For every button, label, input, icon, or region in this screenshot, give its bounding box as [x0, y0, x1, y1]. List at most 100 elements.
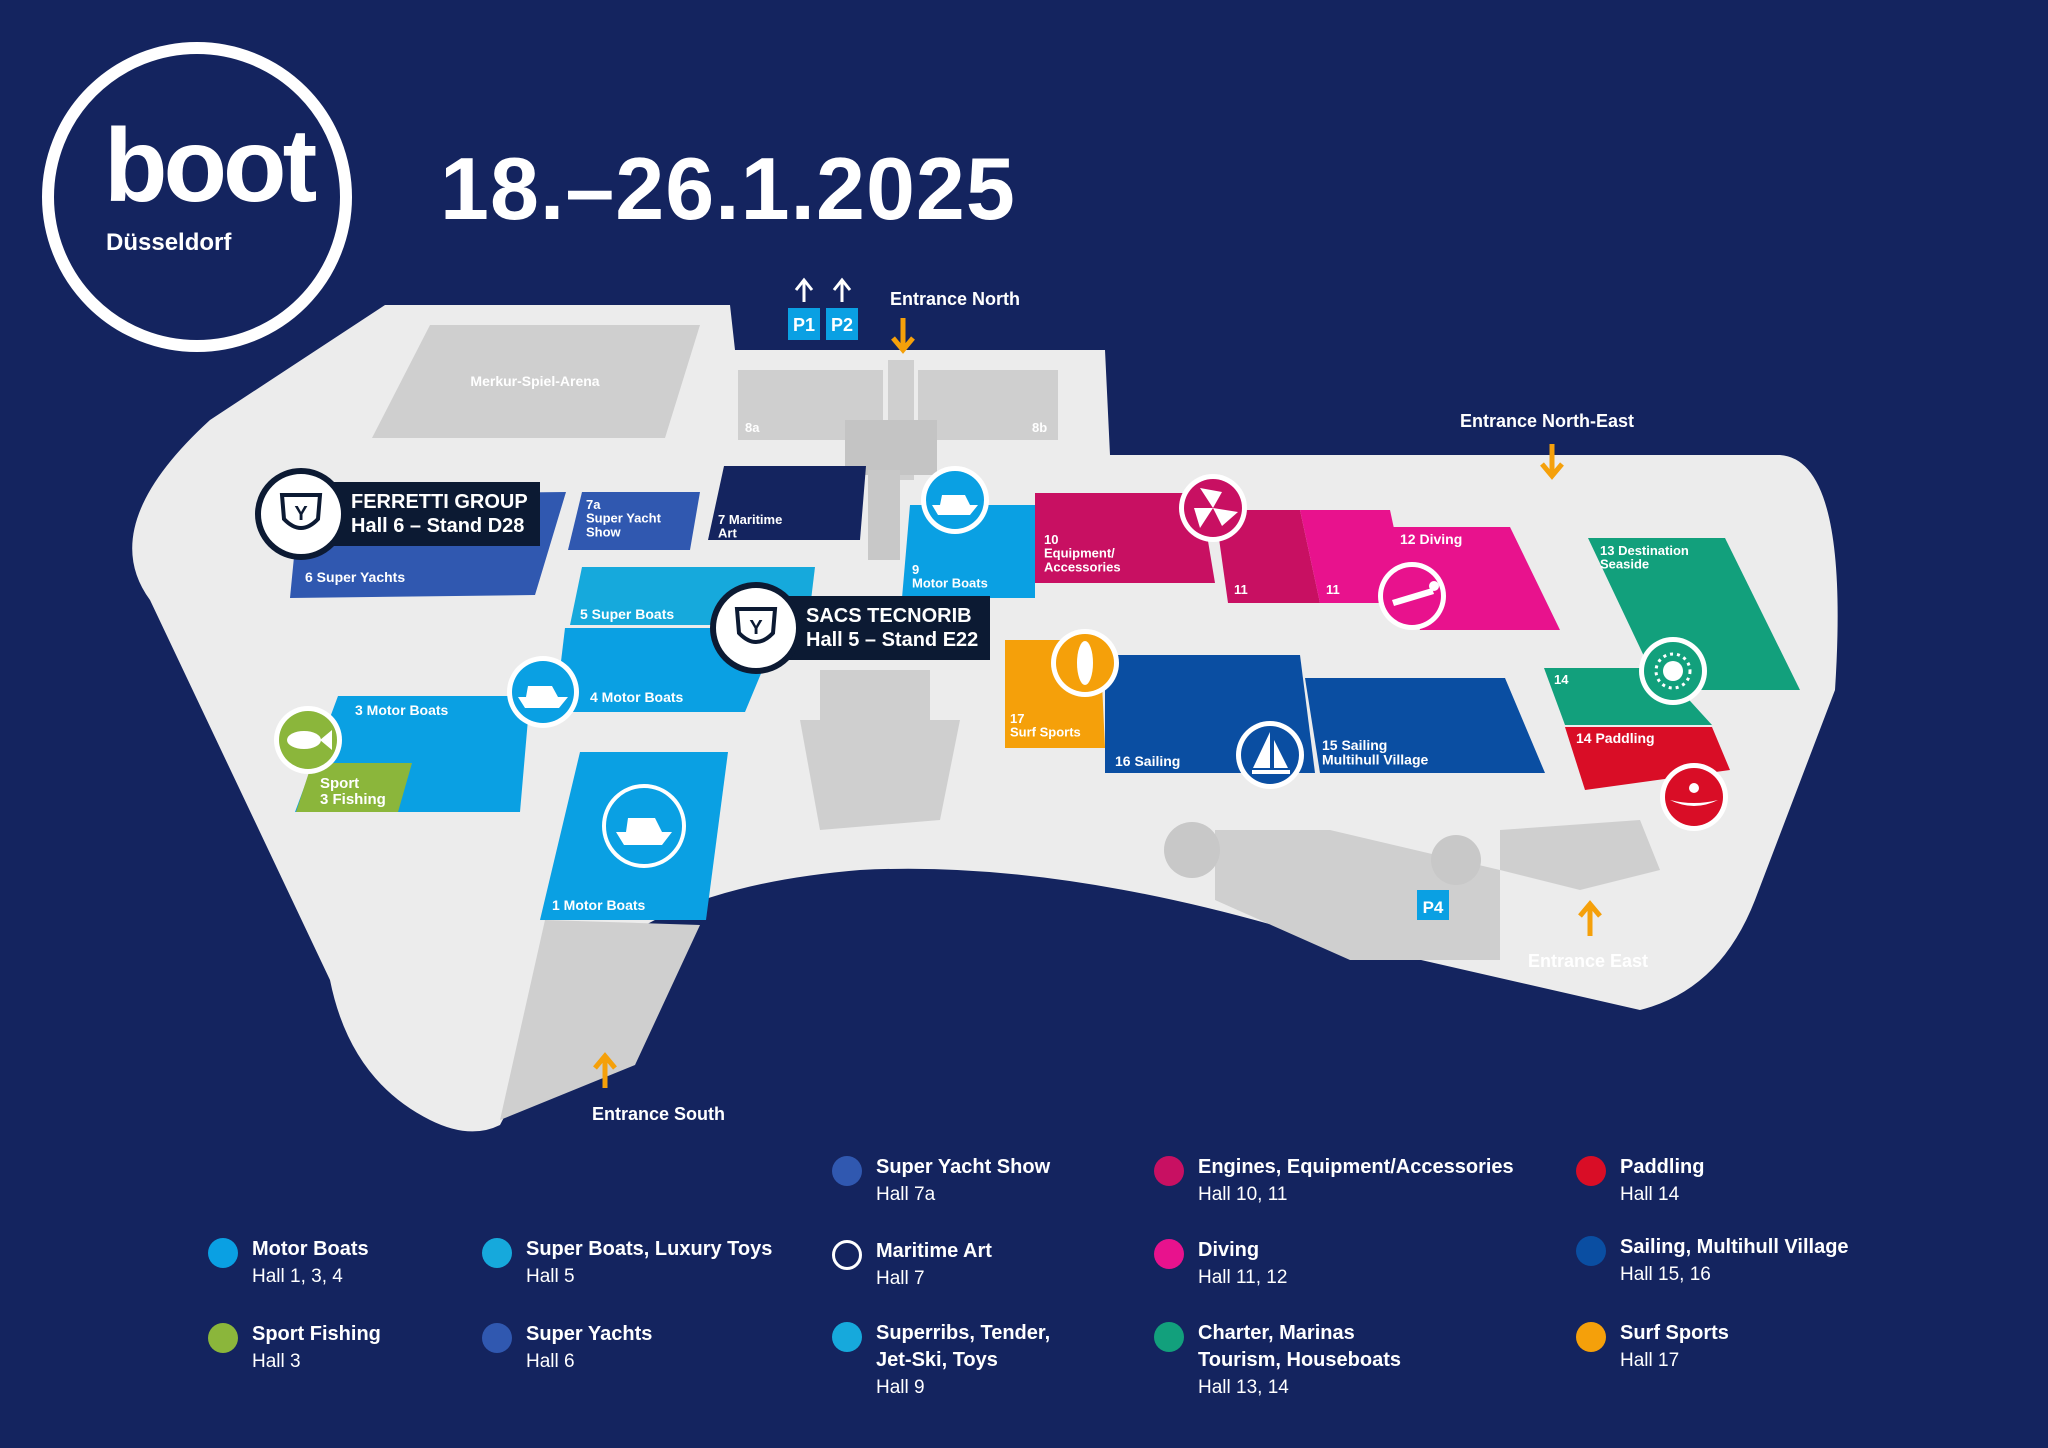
hall-11-engines[interactable] — [1215, 510, 1320, 603]
parking-p2-label: P2 — [831, 315, 853, 335]
east-buildings — [1215, 830, 1500, 960]
legend-sub: Hall 7 — [876, 1268, 925, 1289]
legend-sub: Hall 3 — [252, 1351, 301, 1372]
legend-title: Diving — [1198, 1239, 1260, 1261]
logo-city: Düsseldorf — [106, 229, 232, 256]
ferretti-title: FERRETTI GROUP — [351, 491, 528, 513]
hall-14p-label: 14 Paddling — [1576, 730, 1655, 746]
hall-3-label: 3 Motor Boats — [355, 702, 449, 718]
ferretti-stand: Hall 6 – Stand D28 — [351, 515, 525, 537]
sacs-stand: Hall 5 – Stand E22 — [806, 629, 979, 651]
hall-7[interactable] — [708, 466, 866, 540]
hall-9[interactable] — [902, 505, 1035, 598]
entrance-arrow-icon — [891, 318, 915, 354]
legend-title: Superribs, Tender, Jet-Ski, Toys — [876, 1322, 1051, 1371]
sacs-callout[interactable]: Y SACS TECNORIB Hall 5 – Stand E22 — [710, 582, 991, 674]
ferretti-shield-icon: Y — [255, 468, 347, 560]
hall-13[interactable] — [1588, 538, 1800, 690]
propeller-icon — [1179, 474, 1247, 542]
sacs-box: SACS TECNORIB Hall 5 – Stand E22 — [778, 596, 991, 660]
legend-sub: Hall 9 — [876, 1377, 925, 1398]
legend-title: Super Yachts — [526, 1323, 653, 1345]
legend-sub: Hall 1, 3, 4 — [252, 1266, 343, 1287]
hall-4-label: 4 Motor Boats — [590, 689, 684, 705]
legend-dot — [1576, 1322, 1606, 1352]
legend-dot — [832, 1322, 862, 1352]
legend-sub: Hall 17 — [1620, 1350, 1680, 1371]
legend-dot — [1154, 1156, 1184, 1186]
legend-title: Charter, Marinas Tourism, Houseboats — [1198, 1322, 1401, 1371]
up-arrow-icon — [794, 277, 814, 302]
hall-11b-label: 11 — [1326, 582, 1340, 597]
parking-p1 — [788, 308, 820, 340]
kayak-icon — [1660, 763, 1728, 831]
entrance-arrow-icon — [1540, 444, 1564, 480]
boat-icon-hall3 — [507, 656, 579, 728]
legend-sub: Hall 7a — [876, 1184, 936, 1205]
ferretti-callout[interactable]: Y FERRETTI GROUP Hall 6 – Stand D28 — [255, 468, 540, 560]
legend-title: Sport Fishing — [252, 1323, 381, 1345]
fish-icon — [274, 706, 342, 774]
silo-2 — [1431, 835, 1481, 885]
event-dates: 18.–26.1.2025 — [440, 139, 1016, 238]
hall-11a-label: 11 — [1234, 582, 1248, 597]
entrance-south-label: Entrance South — [592, 1104, 725, 1124]
south-tribune — [500, 920, 700, 1120]
hall-14-label: 14 — [1554, 672, 1569, 687]
central-tower — [868, 470, 900, 560]
badge-letter: Y — [749, 617, 763, 639]
legend-dot — [208, 1238, 238, 1268]
legend-sub: Hall 5 — [526, 1266, 575, 1287]
hall-3-sport-fishing[interactable] — [296, 763, 412, 812]
legend-title: Sailing, Multihull Village — [1620, 1236, 1849, 1258]
sailboat-icon — [1236, 721, 1304, 789]
legend-title: Paddling — [1620, 1156, 1705, 1178]
entrance-north-east-label: Entrance North-East — [1460, 411, 1634, 431]
legend-dot — [1154, 1322, 1184, 1352]
badge-letter: Y — [294, 503, 308, 525]
legend-dot — [1576, 1236, 1606, 1266]
silo-1 — [1164, 822, 1220, 878]
legend-dot — [1154, 1239, 1184, 1269]
legend-sub: Hall 11, 12 — [1198, 1267, 1288, 1288]
hall-1-label: 1 Motor Boats — [552, 897, 646, 913]
logo-wordmark: boot — [104, 108, 317, 224]
sacs-shield-icon: Y — [710, 582, 802, 674]
hall-10[interactable] — [1035, 493, 1215, 583]
boat-icon-hall1 — [602, 784, 686, 868]
legend-sub: Hall 14 — [1620, 1184, 1680, 1205]
south-terrace — [800, 720, 960, 830]
parking-p1-label: P1 — [793, 315, 815, 335]
hall-7a[interactable] — [568, 492, 700, 550]
hall-8b — [918, 370, 1058, 440]
parking-p2 — [826, 308, 858, 340]
legend-title: Maritime Art — [876, 1240, 992, 1262]
legend-title: Engines, Equipment/Accessories — [1198, 1156, 1514, 1178]
entrance-north-label: Entrance North — [890, 289, 1020, 309]
hall-15[interactable] — [1305, 678, 1545, 773]
legend-dot — [832, 1240, 862, 1270]
legend-dot — [208, 1323, 238, 1353]
diver-icon — [1378, 562, 1446, 630]
merkur-spiel-arena — [372, 325, 700, 438]
north-entrance-building — [845, 420, 937, 475]
legend-dot — [482, 1323, 512, 1353]
legend-sub: Hall 13, 14 — [1198, 1377, 1289, 1398]
entrance-arrow-icon — [1578, 900, 1602, 936]
